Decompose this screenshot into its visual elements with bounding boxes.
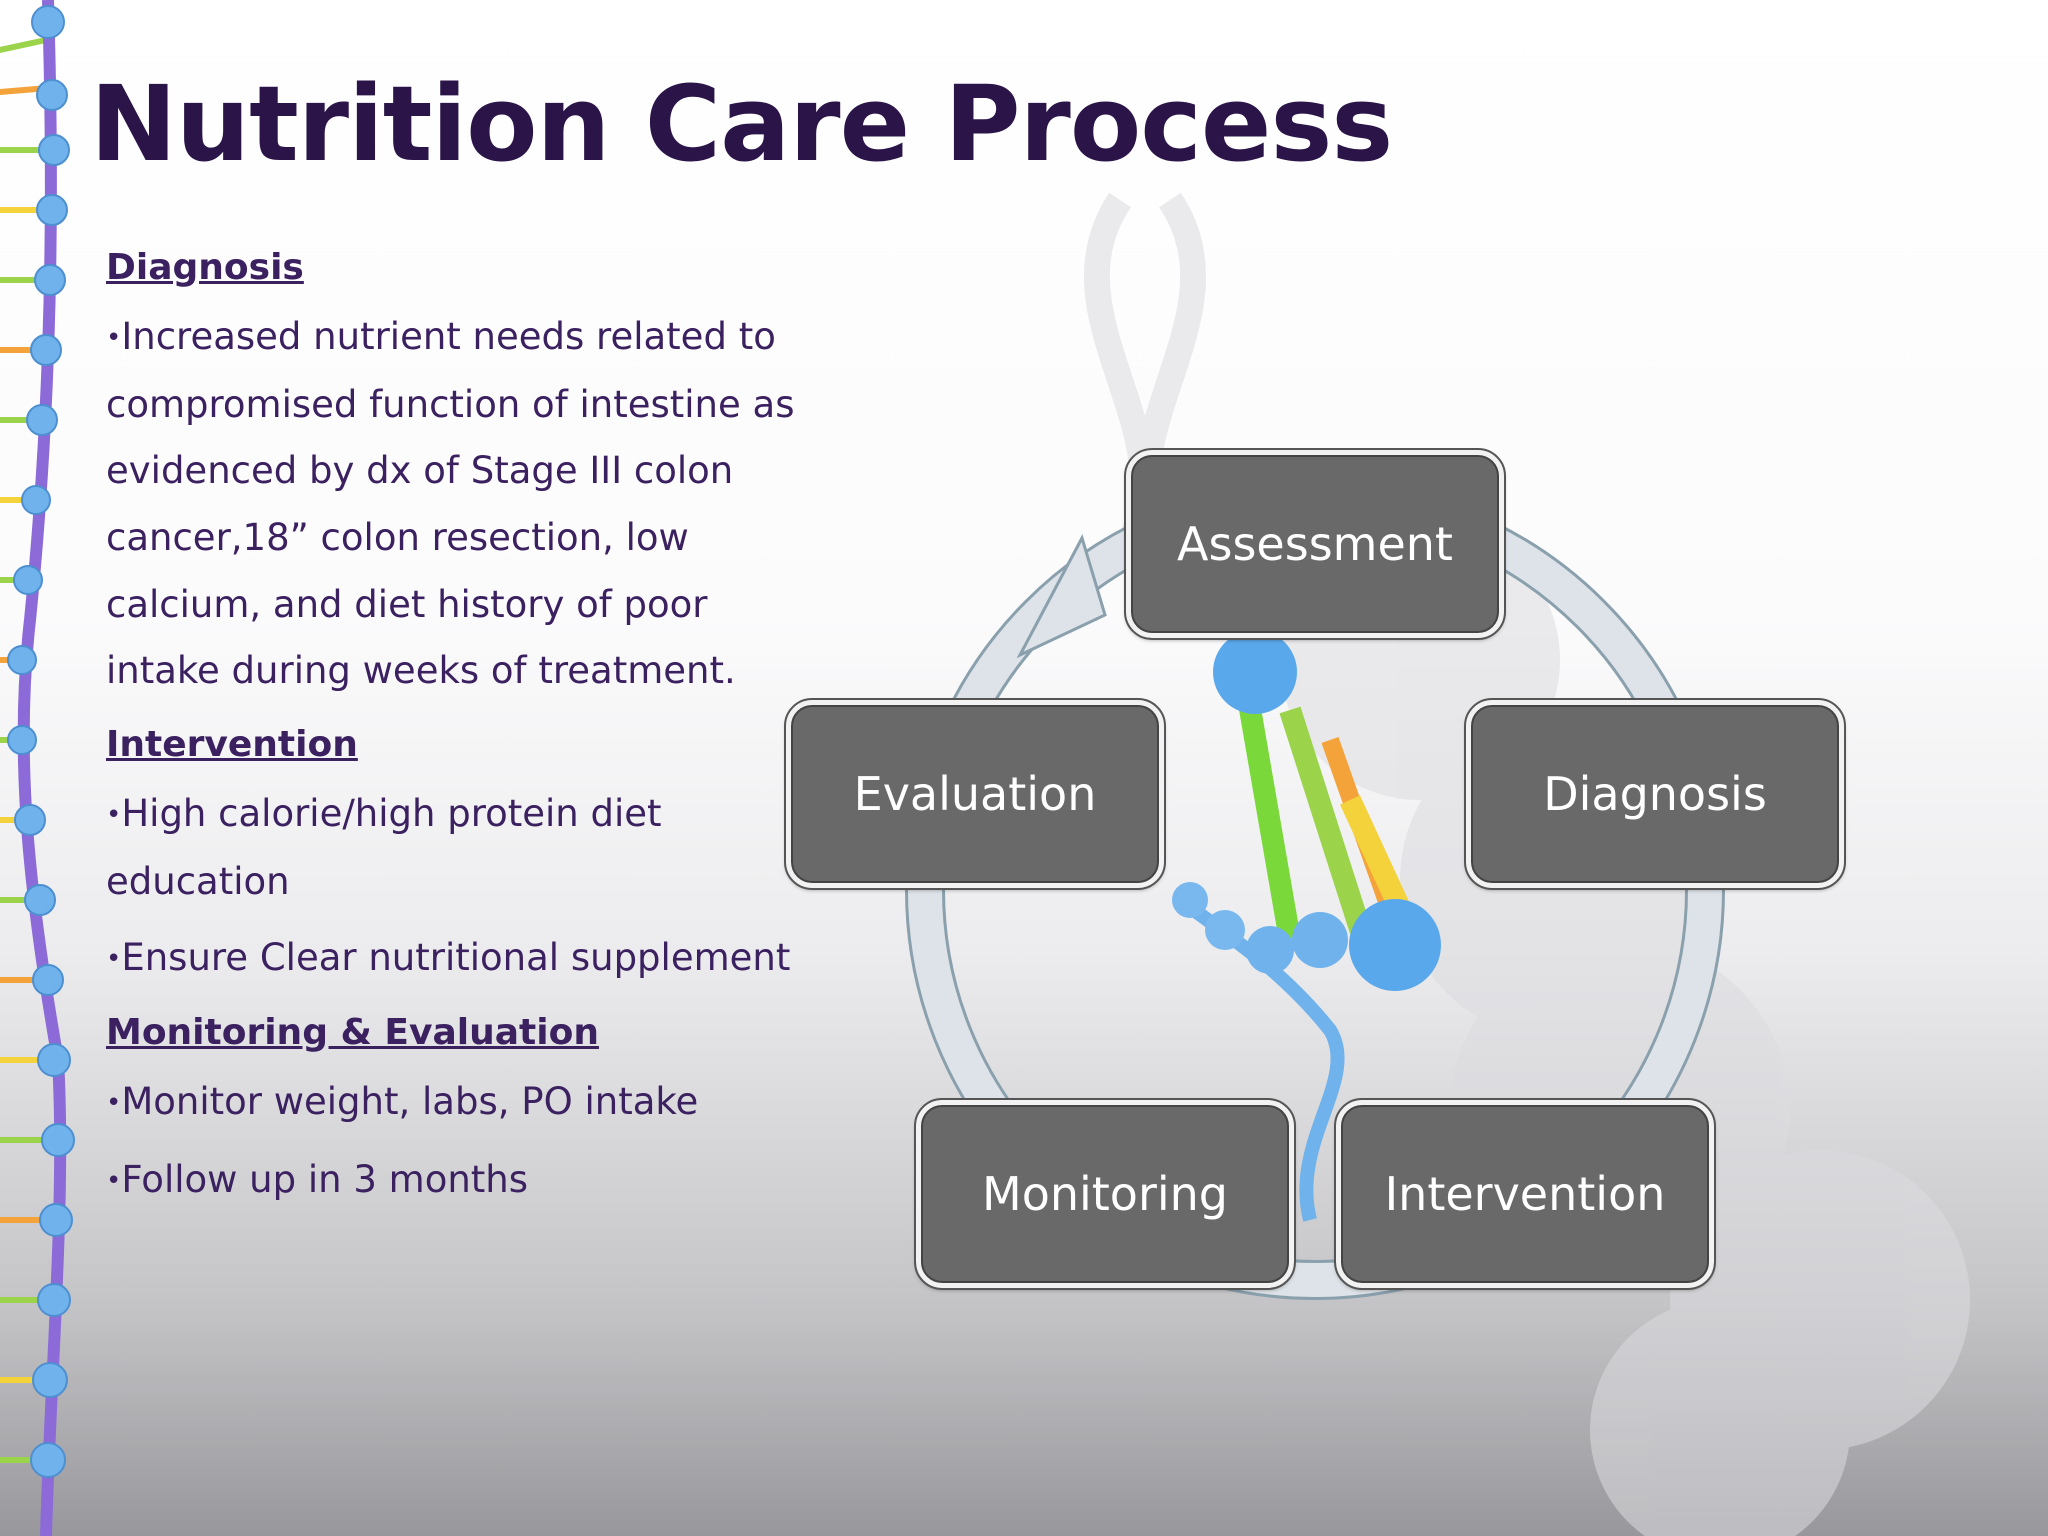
dna-ladder-left-icon — [0, 0, 75, 1536]
monitoring-item: •Follow up in 3 months — [106, 1157, 529, 1201]
slide-title: Nutrition Care Process — [90, 63, 1393, 185]
section-heading-monitoring: Monitoring & Evaluation — [106, 1011, 599, 1053]
cycle-node-evaluation: Evaluation — [784, 698, 1166, 890]
dna-center-icon — [1172, 630, 1441, 1222]
care-process-cycle: Assessment Diagnosis Intervention Monito… — [770, 440, 1870, 1300]
bullet-icon: • — [106, 323, 122, 354]
cycle-node-assessment: Assessment — [1124, 448, 1506, 640]
bullet-icon: • — [106, 799, 122, 830]
section-heading-diagnosis: Diagnosis — [106, 247, 304, 288]
bullet-icon: • — [106, 944, 122, 975]
section-heading-intervention: Intervention — [106, 723, 358, 765]
cycle-arrow-icon — [1016, 534, 1107, 659]
bullet-icon: • — [106, 1165, 122, 1196]
cycle-node-intervention: Intervention — [1334, 1098, 1716, 1290]
text-content: Diagnosis •Increased nutrient needs rela… — [106, 238, 806, 1225]
intervention-item: •High calorie/high protein diet educatio… — [106, 791, 662, 903]
bullet-icon: • — [106, 1088, 122, 1119]
monitoring-item: •Monitor weight, labs, PO intake — [106, 1079, 699, 1123]
cycle-node-diagnosis: Diagnosis — [1464, 698, 1846, 890]
diagnosis-statement: •Increased nutrient needs related to com… — [106, 315, 795, 693]
intervention-item: •Ensure Clear nutritional supplement — [106, 936, 791, 980]
cycle-node-monitoring: Monitoring — [914, 1098, 1296, 1290]
